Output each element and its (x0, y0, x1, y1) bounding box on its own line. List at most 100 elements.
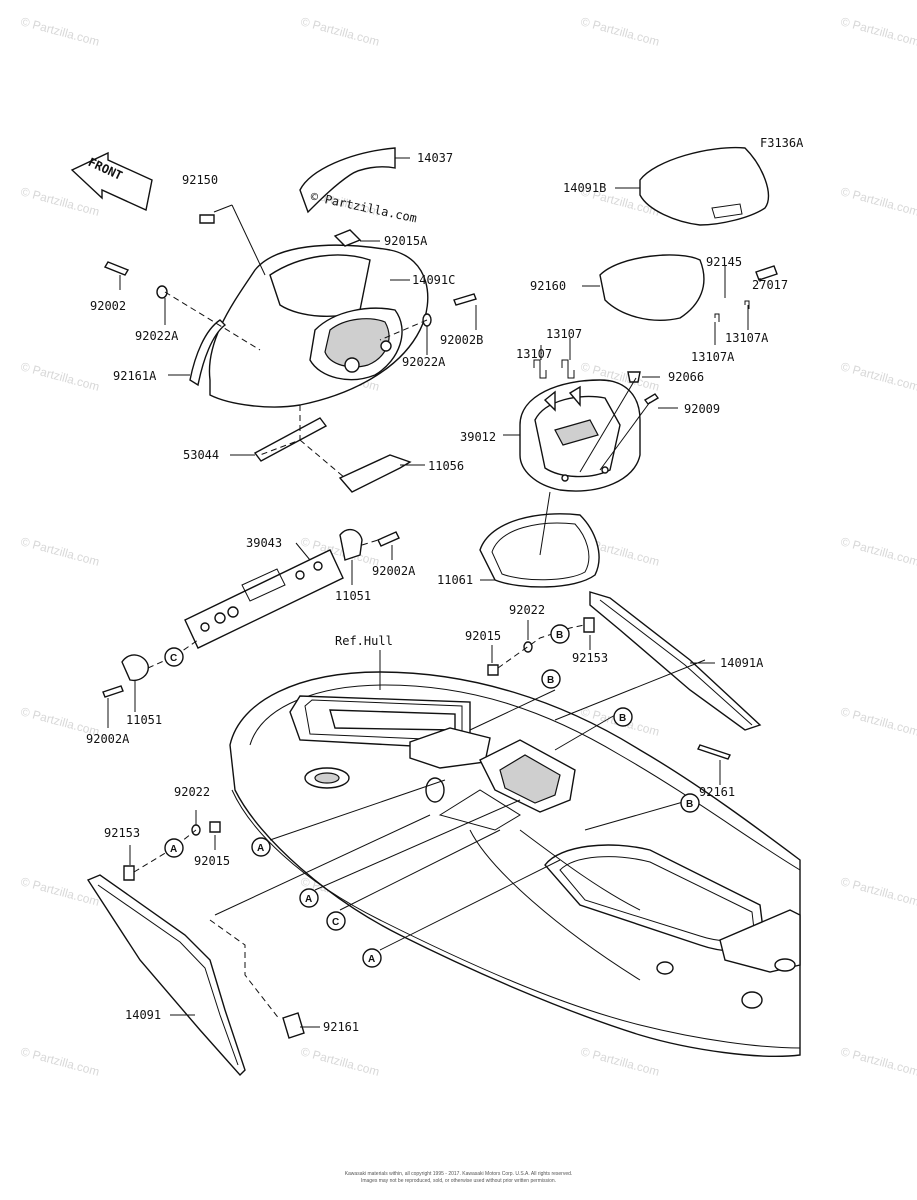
part-92002A-bolt-a (377, 531, 400, 547)
part-92160-pad (599, 254, 705, 321)
label-92015A: 92015A (384, 234, 428, 248)
label-14091: 14091 (125, 1008, 161, 1022)
marker-C-1: C (164, 647, 184, 667)
part-92009-screw (643, 393, 660, 405)
front-arrow-marker: FRONT (70, 151, 153, 212)
svg-text:A: A (368, 954, 375, 965)
label-14037: 14037 (417, 151, 453, 165)
part-13107A-clip-b (714, 313, 720, 322)
part-92022A-washer-left (156, 285, 168, 299)
label-92161-a: 92161 (699, 785, 735, 799)
background-watermark: © Partzilla.com (19, 359, 101, 393)
label-92161-b: 92161 (323, 1020, 359, 1034)
figure-code: F3136A (760, 136, 804, 150)
label-92022-a: 92022 (509, 603, 545, 617)
svg-text:B: B (556, 630, 563, 641)
part-13107A-clip-a (744, 300, 750, 309)
label-92150: 92150 (182, 173, 218, 187)
svg-text:B: B (686, 799, 693, 810)
background-watermark: © Partzilla.com (19, 534, 101, 568)
svg-text:A: A (170, 844, 177, 855)
leader-lines-middle-right (379, 620, 721, 785)
part-39012-storage-box (519, 379, 641, 492)
label-11051-b: 11051 (126, 713, 162, 727)
label-14091B: 14091B (563, 181, 606, 195)
label-39043: 39043 (246, 536, 282, 550)
background-watermark: © Partzilla.com (839, 1044, 917, 1078)
hull-drawing (229, 671, 801, 1057)
inline-watermark: © Partzilla.com (309, 189, 418, 225)
label-39012: 39012 (460, 430, 496, 444)
label-92002: 92002 (90, 299, 126, 313)
label-53044: 53044 (183, 448, 219, 462)
background-watermark: © Partzilla.com (579, 14, 661, 48)
part-11056-bracket (338, 454, 412, 493)
marker-A-3: A (299, 888, 319, 908)
label-92160: 92160 (530, 279, 566, 293)
marker-B-3: B (613, 707, 633, 727)
part-92015-nut-a (487, 664, 499, 676)
part-14091-side-panel (86, 874, 246, 1077)
marker-A-1: A (251, 837, 271, 857)
part-14091A-side-panel (589, 591, 762, 731)
label-11061: 11061 (437, 573, 473, 587)
part-92153-bolt-b (123, 865, 135, 881)
part-92002A-bolt-b (102, 685, 124, 698)
copyright-line-2: Images may not be reproduced, sold, or o… (360, 1178, 557, 1184)
label-92022A-right: 92022A (402, 355, 446, 369)
marker-B-2: B (541, 669, 561, 689)
part-92161-strip-a (697, 744, 731, 760)
marker-B-1: B (550, 624, 570, 644)
label-11051-a: 11051 (335, 589, 371, 603)
part-11051-bracket-b (121, 654, 149, 682)
label-14091A: 14091A (720, 656, 764, 670)
background-watermark: © Partzilla.com (19, 14, 101, 48)
leader-lines-top-left (119, 157, 477, 479)
label-92002A-a: 92002A (372, 564, 416, 578)
marker-A-4: A (362, 948, 382, 968)
marker-C-2: C (326, 911, 346, 931)
label-92002B: 92002B (440, 333, 483, 347)
label-13107A-b: 13107A (691, 350, 735, 364)
part-14091B-seat-cover (639, 146, 770, 226)
svg-text:B: B (547, 675, 554, 686)
part-13107-clip-a (533, 359, 547, 379)
svg-text:A: A (257, 843, 264, 854)
label-13107-a: 13107 (546, 327, 582, 341)
part-92002-bolt (103, 261, 130, 276)
part-92161-strip-b (282, 1012, 305, 1039)
marker-B-4: B (680, 793, 700, 813)
part-14091C-cover (208, 244, 429, 408)
part-53044-rod (253, 417, 328, 462)
part-92150-bolt (199, 214, 215, 224)
label-92153-b: 92153 (104, 826, 140, 840)
part-92015-nut-b (209, 821, 221, 833)
svg-text:C: C (332, 917, 339, 928)
svg-text:C: C (170, 653, 177, 664)
svg-text:A: A (305, 894, 312, 905)
part-92153-bolt-a (583, 617, 595, 633)
part-92066-grommet (627, 371, 641, 383)
marker-A-2: A (164, 838, 184, 858)
label-92145: 92145 (706, 255, 742, 269)
background-watermark: © Partzilla.com (839, 359, 917, 393)
part-14037-grip (299, 147, 396, 214)
part-13107-clip-b (561, 359, 575, 379)
part-11051-bracket-a (339, 528, 363, 561)
background-watermark: © Partzilla.com (839, 534, 917, 568)
part-labels: F3136A 14037 © Partzilla.com 92150 92015… (86, 136, 804, 1034)
leader-lines-top-right (480, 187, 761, 581)
label-92066: 92066 (668, 370, 704, 384)
copyright-line-1: Kawasaki materials within, all copyright… (344, 1171, 573, 1177)
background-watermark: © Partzilla.com (579, 1044, 661, 1078)
circle-markers: B B B B C C A A A A (164, 624, 700, 968)
background-watermark: © Partzilla.com (19, 184, 101, 218)
label-92009: 92009 (684, 402, 720, 416)
label-11056: 11056 (428, 459, 464, 473)
background-watermark: © Partzilla.com (839, 704, 917, 738)
label-92002A-b: 92002A (86, 732, 130, 746)
background-watermark: © Partzilla.com (839, 874, 917, 908)
leader-lines-middle-left (107, 539, 393, 728)
label-92161A: 92161A (113, 369, 157, 383)
